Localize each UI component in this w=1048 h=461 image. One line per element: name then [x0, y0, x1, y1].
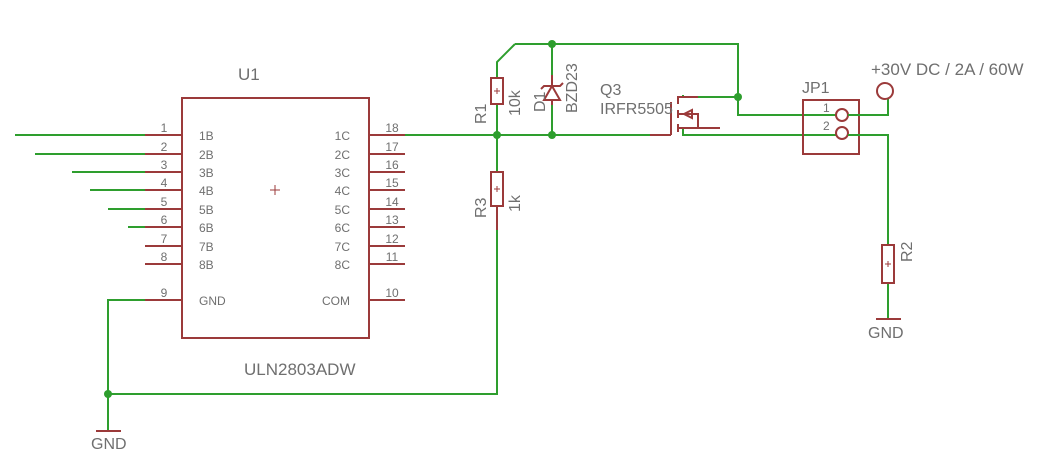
mosfet-q3: Q3 IRFR5505 — [600, 82, 720, 136]
ic-pin-10-number: 10 — [385, 286, 399, 300]
r2-name: R2 — [899, 241, 916, 262]
ic-pin-4-label: 4B — [199, 184, 214, 198]
jp1-pin2-num: 2 — [823, 119, 830, 133]
junction-node-source — [734, 93, 742, 101]
ic-u1: U1 ULN2803ADW 1 1B 2 2B 3 3B 4 4B 5 5B 6 6B 7 7B 8 8B 9G… — [145, 65, 405, 379]
supply-label: +30V DC / 2A / 60W — [871, 60, 1024, 79]
connector-jp1: 1 2 JP1 — [802, 80, 888, 155]
ic-pin-9-number: 9 — [161, 286, 168, 300]
ic-body — [181, 97, 370, 339]
ic-pin-16-number: 16 — [385, 158, 399, 172]
ic-value: ULN2803ADW — [244, 360, 356, 379]
ic-pin-8-number: 8 — [161, 250, 168, 264]
ground-right: GND — [868, 318, 904, 342]
jp1-pin-1 — [835, 108, 849, 122]
ic-pin-15-number: 15 — [385, 176, 399, 190]
q3-name: Q3 — [600, 82, 621, 99]
gnd-right-label: GND — [868, 325, 904, 342]
ic-pin-5-number: 5 — [161, 195, 168, 209]
supply-terminal: +30V DC / 2A / 60W — [871, 60, 1024, 100]
r1-top-wire — [496, 43, 516, 78]
ic-pin-16-label: 3C — [335, 166, 351, 180]
ic-pin-14-label: 5C — [335, 203, 351, 217]
gnd-wire-r3 — [108, 230, 498, 395]
ic-pin-18-number: 18 — [385, 121, 399, 135]
junction-node-rail — [548, 40, 556, 48]
ic-pin-11-label: 8C — [335, 258, 351, 272]
junctions — [104, 40, 742, 398]
resistor-r3: R3 1k — [473, 171, 524, 230]
ic-pin-1-label: 1B — [199, 129, 214, 143]
ic-pin-11-number: 11 — [386, 250, 399, 264]
wires — [15, 43, 889, 430]
ic-pin-17-number: 17 — [385, 140, 399, 154]
ic-name: U1 — [238, 65, 260, 84]
ic-pin-5-label: 5B — [199, 203, 214, 217]
ic-pin-6-label: 6B — [199, 221, 214, 235]
jp1-pin-2 — [835, 126, 849, 140]
ic-pin-2-number: 2 — [161, 140, 168, 154]
supply-terminal-circle — [876, 82, 894, 100]
r3-name: R3 — [473, 197, 490, 218]
resistor-r1: R1 10k — [473, 77, 524, 124]
junction-node-gnd — [104, 390, 112, 398]
ic-pin-4-number: 4 — [161, 176, 168, 190]
ground-left: GND — [91, 430, 127, 453]
junction-node-gate — [493, 131, 501, 139]
ic-pin-2-label: 2B — [199, 148, 214, 162]
q3-arrow — [681, 108, 693, 120]
r1-body — [490, 77, 504, 105]
d1-name: D1 — [532, 91, 549, 112]
junction-node-diode — [548, 131, 556, 139]
r1-value: 10k — [507, 89, 524, 116]
q3-drain-wire — [682, 128, 889, 245]
ic-pin-13-number: 13 — [385, 213, 399, 227]
ic-pin-3-number: 3 — [161, 158, 168, 172]
gnd-left-label: GND — [91, 436, 127, 453]
q3-value: IRFR5505 — [600, 101, 673, 118]
diode-d1: D1 BZD23 — [532, 63, 581, 113]
ic-pin-1-number: 1 — [161, 121, 168, 135]
ic-pin-3-label: 3B — [199, 166, 214, 180]
ic-pin-12-label: 7C — [335, 240, 351, 254]
ic-pin-14-number: 14 — [385, 195, 399, 209]
ic-pin-6-number: 6 — [161, 213, 168, 227]
jp1-body — [802, 99, 860, 155]
ic-pin-17-label: 2C — [335, 148, 351, 162]
ic-pin-13-label: 6C — [335, 221, 351, 235]
ic-pin-9-label: GND — [199, 294, 226, 308]
ic-pin-15-label: 4C — [335, 184, 351, 198]
r3-value: 1k — [507, 194, 524, 212]
d1-value: BZD23 — [564, 63, 581, 113]
ic-pin-10-label: COM — [322, 294, 350, 308]
r1-name: R1 — [473, 103, 490, 124]
ic-pin-7-label: 7B — [199, 240, 214, 254]
supply-rail-wire — [515, 43, 889, 116]
jp1-pin1-num: 1 — [823, 101, 830, 115]
resistor-r2: R2 — [881, 241, 916, 284]
jp1-name: JP1 — [802, 80, 830, 97]
ic-pin-18-label: 1C — [335, 129, 351, 143]
r2-body — [881, 244, 895, 284]
ic-pin-12-number: 12 — [385, 232, 399, 246]
ic-pin-7-number: 7 — [161, 232, 168, 246]
ic-pin-8-label: 8B — [199, 258, 214, 272]
gnd-wire-ic — [107, 299, 145, 394]
